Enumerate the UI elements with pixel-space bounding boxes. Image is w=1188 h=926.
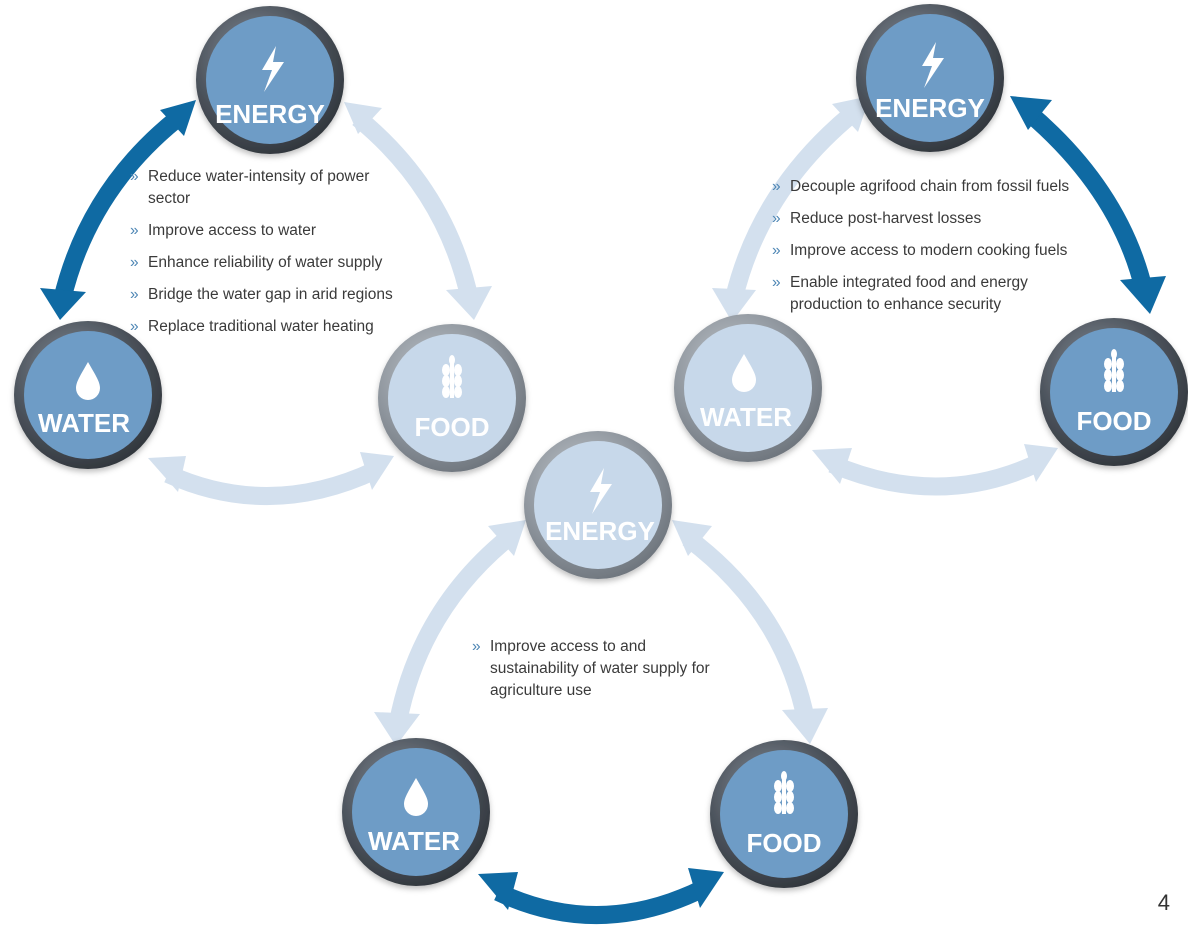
- node-label: WATER: [368, 826, 460, 856]
- node-label: ENERGY: [875, 93, 985, 123]
- node-label: FOOD: [746, 828, 821, 858]
- arrow-energy-food: [672, 520, 828, 744]
- water-drop-icon: [76, 362, 100, 400]
- node-food: FOOD: [378, 324, 526, 472]
- lightning-bolt-icon: [922, 42, 944, 88]
- arrow-energy-water: [712, 96, 870, 322]
- node-label: FOOD: [1076, 406, 1151, 436]
- diagram-water-food: ENERGY WATER FOOD: [342, 431, 858, 925]
- bullet-item: Reduce water-intensity of power sector: [130, 166, 410, 210]
- wheat-icon: [774, 771, 794, 814]
- node-energy: ENERGY: [196, 6, 344, 154]
- arrow-water-food: [148, 452, 394, 506]
- bullet-list-water-food: Improve access to and sustainability of …: [472, 636, 722, 712]
- diagram-energy-food: ENERGY WATER FOOD: [674, 4, 1188, 496]
- node-water: WATER: [674, 314, 822, 462]
- lightning-bolt-icon: [590, 468, 612, 514]
- arrow-energy-food: [344, 102, 492, 320]
- bullet-item: Replace traditional water heating: [130, 316, 410, 338]
- arrow-energy-water: [374, 520, 526, 746]
- node-water: WATER: [342, 738, 490, 886]
- bullet-item: Decouple agrifood chain from fossil fuel…: [772, 176, 1102, 198]
- node-label: WATER: [38, 408, 130, 438]
- bullet-item: Reduce post-harvest losses: [772, 208, 1102, 230]
- bullet-item: Enable integrated food and energy produc…: [772, 272, 1102, 316]
- node-energy: ENERGY: [524, 431, 672, 579]
- bullet-item: Enhance reliability of water supply: [130, 252, 410, 274]
- bullet-list-energy-water: Reduce water-intensity of power sector I…: [130, 166, 410, 348]
- node-label: WATER: [700, 402, 792, 432]
- node-food: FOOD: [1040, 318, 1188, 466]
- bullet-list-energy-food: Decouple agrifood chain from fossil fuel…: [772, 176, 1102, 326]
- bullet-item: Improve access to modern cooking fuels: [772, 240, 1102, 262]
- node-label: ENERGY: [215, 99, 325, 129]
- node-food: FOOD: [710, 740, 858, 888]
- lightning-bolt-icon: [262, 46, 284, 92]
- node-water: WATER: [14, 321, 162, 469]
- wheat-icon: [1104, 349, 1124, 392]
- node-label: FOOD: [414, 412, 489, 442]
- page-number: 4: [1157, 890, 1170, 915]
- water-drop-icon: [732, 354, 756, 392]
- water-drop-icon: [404, 778, 428, 816]
- arrow-energy-water: [40, 100, 196, 320]
- arrow-water-food: [478, 868, 724, 925]
- node-label: ENERGY: [545, 516, 655, 546]
- arrow-energy-food: [1010, 96, 1166, 314]
- wheat-icon: [442, 355, 462, 398]
- bullet-item: Improve access to and sustainability of …: [472, 636, 722, 702]
- bullet-item: Improve access to water: [130, 220, 410, 242]
- node-energy: ENERGY: [856, 4, 1004, 152]
- arrow-water-food: [812, 444, 1058, 496]
- bullet-item: Bridge the water gap in arid regions: [130, 284, 410, 306]
- diagram-energy-water: ENERGY WATER FOOD: [14, 6, 526, 506]
